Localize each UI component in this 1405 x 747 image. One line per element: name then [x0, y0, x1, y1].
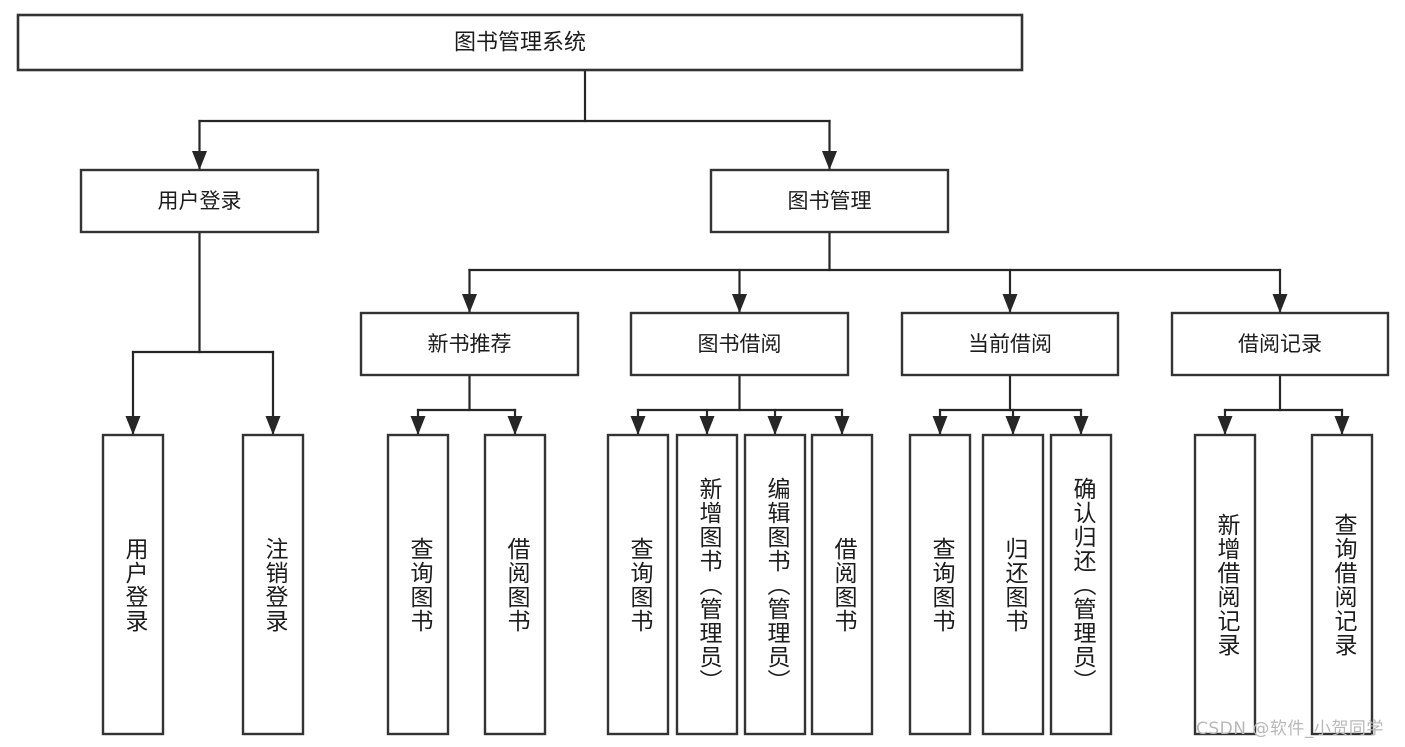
- arrow-head-icon-current-borrow: [1002, 294, 1018, 313]
- arrow-head-icon-borrow-record: [1272, 294, 1288, 313]
- node-box-user-login[interactable]: [79, 168, 320, 234]
- arrow-head-icon-user-login: [192, 151, 207, 170]
- arrow-head-icon-leaf-confirm-return: [1073, 416, 1089, 435]
- node-label-book-manage: 图书管理: [788, 189, 872, 213]
- node-box-book-manage[interactable]: [709, 168, 950, 234]
- arrow-head-icon-book-manage: [822, 151, 837, 170]
- node-box-leaf-query-book-bor[interactable]: [606, 433, 670, 736]
- edges-layer: [125, 68, 1350, 436]
- node-box-borrow-record[interactable]: [1170, 311, 1390, 377]
- node-box-leaf-query-record[interactable]: [1310, 433, 1374, 736]
- node-box-new-book-rec[interactable]: [359, 311, 580, 377]
- node-box-leaf-add-book[interactable]: [675, 433, 739, 736]
- node-label-root: 图书管理系统: [454, 31, 586, 56]
- node-label-current-borrow: 当前借阅: [968, 332, 1052, 356]
- node-box-leaf-add-record[interactable]: [1193, 433, 1257, 736]
- node-box-leaf-return-book[interactable]: [981, 433, 1045, 736]
- node-box-leaf-edit-book[interactable]: [743, 433, 807, 736]
- node-label-user-login: 用户登录: [158, 189, 242, 213]
- arrow-head-icon-leaf-borrow-book-rec: [507, 416, 523, 435]
- arrow-head-icon-leaf-query-book-rec: [410, 416, 426, 435]
- csdn-watermark: CSDN @软件_小贺同学: [1196, 719, 1384, 739]
- arrow-head-icon-leaf-user-login: [125, 416, 141, 435]
- node-box-leaf-query-book-rec[interactable]: [386, 433, 450, 736]
- arrow-head-icon-leaf-query-book-cur: [932, 416, 948, 435]
- arrow-head-icon-book-borrow: [732, 294, 747, 313]
- arrow-head-icon-leaf-add-book: [699, 416, 715, 435]
- node-box-leaf-query-book-cur[interactable]: [908, 433, 972, 736]
- node-box-leaf-user-logout[interactable]: [241, 433, 305, 736]
- arrow-head-icon-leaf-edit-book: [767, 416, 783, 435]
- arrow-head-icon-leaf-return-book: [1005, 416, 1021, 435]
- arrow-head-icon-leaf-borrow-book-bor: [834, 416, 850, 435]
- node-label-borrow-record: 借阅记录: [1238, 332, 1322, 356]
- node-box-leaf-borrow-book-rec[interactable]: [483, 433, 547, 736]
- node-box-current-borrow[interactable]: [900, 311, 1120, 377]
- node-box-leaf-user-login[interactable]: [101, 433, 165, 736]
- node-label-new-book-rec: 新书推荐: [428, 332, 512, 356]
- arrow-head-icon-leaf-query-book-bor: [630, 416, 646, 435]
- node-box-root[interactable]: [16, 13, 1024, 72]
- arrow-head-icon-leaf-user-logout: [265, 416, 281, 435]
- arrow-head-icon-leaf-add-record: [1217, 416, 1233, 435]
- node-box-leaf-borrow-book-bor[interactable]: [810, 433, 874, 736]
- node-label-book-borrow: 图书借阅: [698, 332, 782, 356]
- node-box-book-borrow[interactable]: [629, 311, 850, 377]
- arrow-head-icon-leaf-query-record: [1334, 416, 1350, 435]
- boxes-layer: [16, 13, 1390, 736]
- node-box-leaf-confirm-return[interactable]: [1049, 433, 1113, 736]
- arrow-head-icon-new-book-rec: [462, 294, 477, 313]
